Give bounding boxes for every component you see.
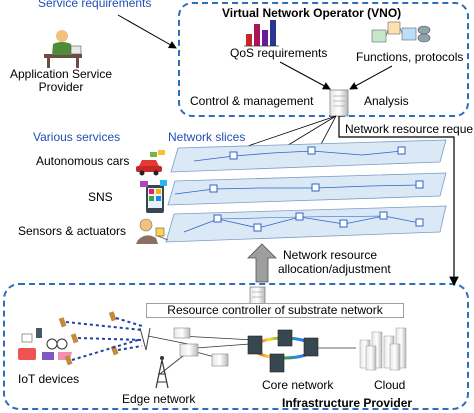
wireless-links [58, 311, 143, 366]
vno-box [178, 2, 469, 117]
function-blocks-icon [371, 21, 431, 43]
analysis-label: Analysis [364, 94, 409, 108]
resource-controller-box [146, 303, 404, 318]
network-slice-1 [170, 139, 447, 173]
server-icon [329, 89, 349, 117]
core-network-label: Core network [262, 378, 334, 392]
antenna-tower-icon [139, 327, 169, 389]
arrow-up-icon [247, 243, 277, 283]
bar-chart-icon [244, 20, 279, 47]
phone-apps-icon [140, 180, 167, 213]
cloud-servers-icon [359, 327, 407, 371]
iot-device-icon [18, 328, 72, 360]
car-icon [136, 150, 165, 176]
functions-label: Functions, protocols [356, 50, 464, 64]
service-requirements-arrow [117, 14, 177, 49]
service-label-1: SNS [88, 190, 113, 204]
router-icon [173, 327, 229, 367]
resource-request-arrow [338, 116, 459, 287]
resource-controller-label: Resource controller of substrate network [167, 303, 383, 317]
cloud-label: Cloud [374, 378, 406, 392]
qos-arrow [279, 61, 331, 90]
network-slices-label: Network slices [168, 130, 246, 144]
various-services-label: Various services [33, 130, 121, 144]
core-router-icon [247, 329, 356, 373]
service-label-0: Autonomous cars [36, 154, 130, 168]
allocation-label-line1: Network resource [283, 248, 378, 262]
network-slice-3 [165, 205, 447, 243]
network-slice-2 [167, 172, 447, 206]
app-provider-label-line2: Provider [38, 80, 84, 94]
person-at-desk-icon [44, 30, 82, 68]
iot-devices-label: IoT devices [18, 372, 80, 386]
app-provider-label-line1: Application Service [9, 67, 113, 81]
qos-label: QoS requirements [230, 46, 328, 60]
resource-request-label: Network resource reque [345, 122, 474, 136]
infrastructure-provider-title: Infrastructure Provider [282, 396, 413, 410]
allocation-label-line2: allocation/adjustment [278, 262, 391, 276]
service-label-2: Sensors & actuators [18, 224, 127, 238]
server-icon [249, 286, 266, 307]
edge-network-label: Edge network [122, 392, 196, 406]
control-label: Control & management [190, 94, 314, 108]
functions-arrow [349, 65, 393, 90]
sensor-icon [136, 218, 169, 244]
vno-title: Virtual Network Operator (VNO) [222, 6, 402, 20]
service-requirements-label: Service requirements [38, 0, 152, 10]
